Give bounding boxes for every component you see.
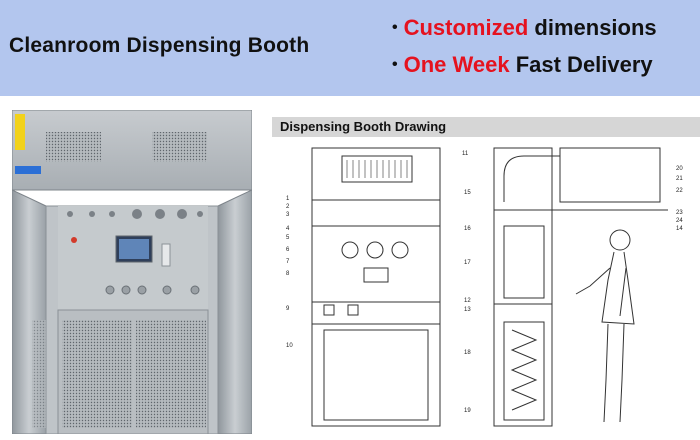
bullet-dot-icon: •	[392, 19, 398, 36]
drawing-callout-17: 17	[464, 260, 471, 266]
bullet-highlight: Customized	[403, 15, 529, 40]
drawing-mesh	[323, 329, 429, 421]
drawing-callout-2: 2	[286, 204, 290, 210]
sticker-yellow	[15, 114, 25, 150]
sticker-blue	[15, 166, 41, 174]
drawing-callout-8: 8	[286, 271, 290, 277]
drawing-callout-15: 15	[464, 190, 471, 196]
drawing-callout-13: 13	[464, 307, 471, 313]
drawing-callout-9: 9	[286, 306, 290, 312]
drawing-callout-5: 5	[286, 235, 290, 241]
drawing-callout-1: 1	[286, 196, 290, 202]
drawing-callout-4: 4	[286, 226, 290, 232]
drawing-callout-24: 24	[676, 218, 683, 224]
bullet-dot-icon: •	[392, 56, 398, 73]
drawing-grille	[341, 155, 413, 183]
drawing-callout-16: 16	[464, 226, 471, 232]
drawing-callout-10: 10	[286, 343, 293, 349]
top-banner: Cleanroom Dispensing Booth • Customized d…	[0, 0, 700, 96]
drawing-callout-20: 20	[676, 166, 683, 172]
drawing-title: Dispensing Booth Drawing	[280, 119, 447, 134]
drawing-callout-21: 21	[676, 176, 683, 182]
banner-title: Cleanroom Dispensing Booth	[9, 34, 310, 57]
drawing-callout-19: 19	[464, 408, 471, 414]
bullet-customized: • Customized dimensions	[392, 15, 657, 41]
drawing-callout-11: 11	[462, 151, 469, 157]
drawing-callout-14: 14	[676, 226, 683, 232]
bullet-highlight: One Week	[403, 52, 510, 77]
drawing-callout-18: 18	[464, 350, 471, 356]
bullet-text: Fast Delivery	[509, 52, 653, 77]
drawing-callout-6: 6	[286, 247, 290, 253]
drawing-callout-7: 7	[286, 259, 290, 265]
drawing-header: Dispensing Booth Drawing	[272, 117, 700, 137]
bullet-text: dimensions	[528, 15, 657, 40]
drawing-callout-22: 22	[676, 188, 683, 194]
drawing-callout-3: 3	[286, 212, 290, 218]
drawing-callout-12: 12	[464, 298, 471, 304]
booth-photo	[12, 110, 252, 434]
drawing-callout-23: 23	[676, 210, 683, 216]
bullet-delivery: • One Week Fast Delivery	[392, 52, 653, 78]
